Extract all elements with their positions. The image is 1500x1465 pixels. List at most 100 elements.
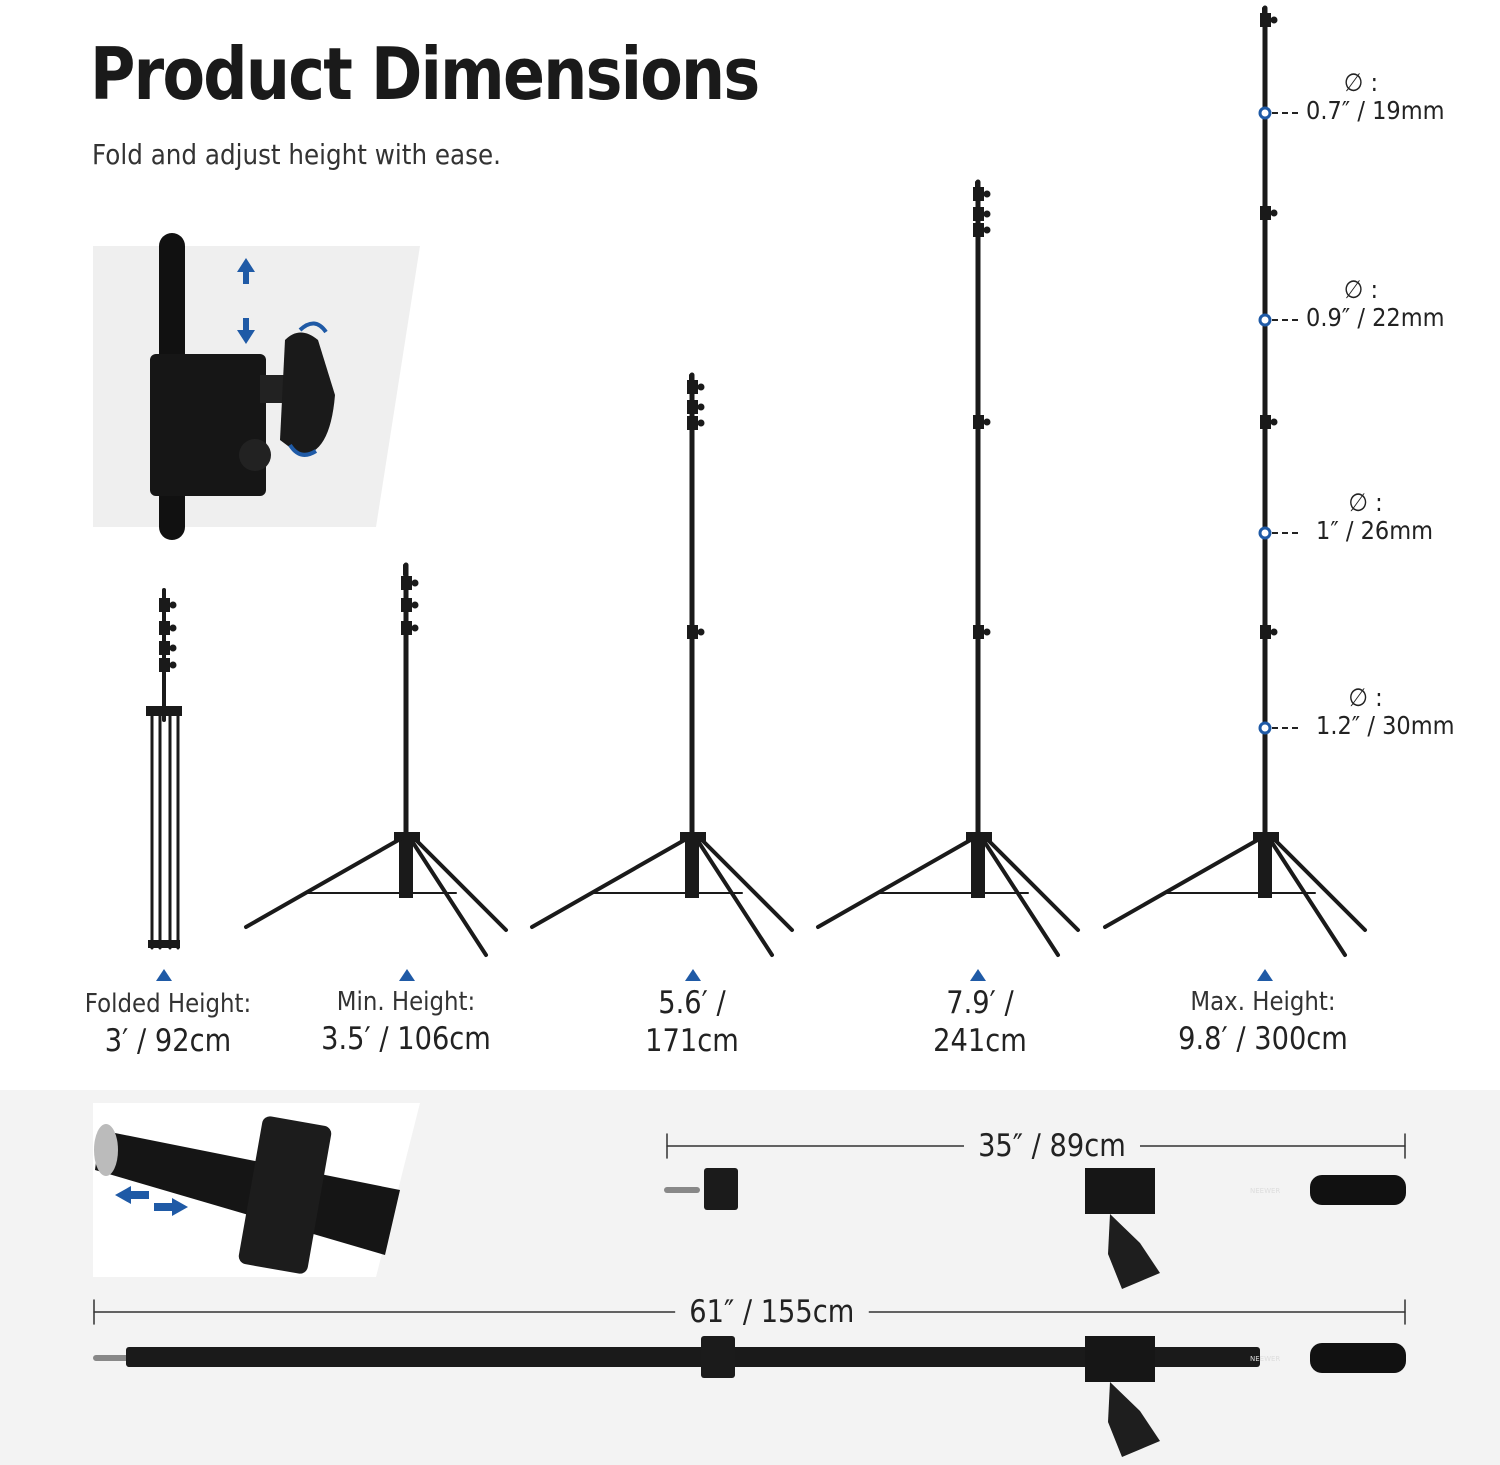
stand-label-value: 3′ / 92cm — [104, 1023, 232, 1059]
lock-knob — [983, 628, 991, 636]
arrow-up-icon — [237, 258, 255, 284]
boom-mid-clamp — [701, 1336, 735, 1378]
lock-knob — [1260, 206, 1271, 220]
light-bracket — [1108, 1214, 1160, 1289]
lock-knob — [411, 579, 419, 587]
boom-tip — [94, 1124, 118, 1176]
lock-knob — [159, 641, 170, 655]
tripod-leg — [694, 836, 774, 957]
boom-short-length: 35″ / 89cm — [963, 1128, 1140, 1164]
lock-knob — [169, 624, 177, 632]
boom-clamp — [1085, 1168, 1155, 1214]
stand-label-241: 7.9′ / 241cm — [874, 984, 1085, 1060]
boom-foam-grip — [1310, 1343, 1406, 1373]
lock-knob — [697, 628, 705, 636]
stand-label-title: 5.6′ / — [658, 985, 726, 1021]
t-knob — [280, 332, 335, 455]
clamp-block — [150, 354, 266, 496]
diameter-marker — [1258, 721, 1272, 735]
lock-knob — [1260, 13, 1271, 27]
diameter-marker — [1258, 106, 1272, 120]
diameter-label: ∅ :1″ / 26mm — [1316, 488, 1434, 546]
spigot-hole — [239, 439, 271, 471]
center-column — [399, 838, 413, 898]
stand-label-folded: Folded Height: 3′ / 92cm — [62, 986, 273, 1060]
page-title: Product Dimensions — [90, 32, 760, 116]
leg-hub — [966, 832, 992, 842]
leg-hub — [1253, 832, 1279, 842]
boom-foam-grip — [1310, 1175, 1406, 1205]
stand-label-171: 5.6′ / 171cm — [586, 984, 797, 1060]
boom-clamp — [238, 1116, 332, 1274]
brand-logo: NEEWER — [1250, 1187, 1280, 1195]
diameter-marker — [1258, 526, 1272, 540]
leg-hub — [680, 832, 706, 842]
lock-knob — [973, 415, 984, 429]
lock-knob — [687, 380, 698, 394]
arrow-up-icon — [685, 969, 701, 981]
stand-label-value: 9.8′ / 300cm — [1178, 1021, 1348, 1057]
tripod-leg — [1271, 836, 1367, 932]
lock-knob — [411, 624, 419, 632]
tripod-leg — [1103, 836, 1263, 929]
diameter-label: ∅ :0.7″ / 19mm — [1306, 68, 1445, 126]
stand-label-title: 7.9′ / — [946, 985, 1014, 1021]
feet — [148, 940, 180, 948]
arrow-up-icon — [156, 969, 172, 981]
tripod-leg — [408, 836, 488, 957]
rotate-arrow-icon — [298, 321, 328, 334]
arrow-down-icon — [237, 318, 255, 344]
lock-knob — [401, 576, 412, 590]
lock-knob — [411, 601, 419, 609]
stand-label-value: 241cm — [933, 1023, 1027, 1059]
lock-knob — [169, 601, 177, 609]
boom-long-length: 61″ / 155cm — [675, 1294, 869, 1330]
lock-knob — [973, 187, 984, 201]
lock-knob — [983, 418, 991, 426]
lock-knob — [697, 419, 705, 427]
lock-knob — [1270, 628, 1278, 636]
diameter-marker — [1258, 313, 1272, 327]
diameter-label: ∅ :1.2″ / 30mm — [1316, 683, 1455, 741]
lock-knob — [401, 598, 412, 612]
stand-label-value: 3.5′ / 106cm — [321, 1021, 491, 1057]
page-subtitle: Fold and adjust height with ease. — [92, 138, 501, 171]
tripod-leg — [984, 836, 1080, 932]
stand-label-value: 171cm — [645, 1023, 739, 1059]
light-bracket — [1108, 1382, 1160, 1457]
arrow-left-icon — [115, 1186, 149, 1204]
leg-hub — [394, 832, 420, 842]
lock-knob — [687, 416, 698, 430]
lock-knob — [687, 400, 698, 414]
tripod-leg — [530, 836, 690, 929]
diameter-label: ∅ :0.9″ / 22mm — [1306, 275, 1445, 333]
rotate-arrow-icon — [288, 443, 318, 457]
boom-clamp — [1085, 1336, 1155, 1382]
boom-tube — [126, 1347, 1260, 1367]
tripod-leg — [698, 836, 794, 932]
center-column — [1258, 838, 1272, 898]
lock-knob — [159, 658, 170, 672]
tripod-leg — [412, 836, 508, 932]
lock-knob — [973, 625, 984, 639]
lock-knob — [1270, 209, 1278, 217]
stand-label-max: Max. Height: 9.8′ / 300cm — [1157, 984, 1368, 1058]
arrow-up-icon — [970, 969, 986, 981]
tripod-leg — [980, 836, 1060, 957]
tripod-leg — [1267, 836, 1347, 957]
arrow-right-icon — [154, 1198, 188, 1216]
leg-hub — [146, 706, 182, 716]
tripod-leg — [244, 836, 404, 929]
center-column — [971, 838, 985, 898]
tripod-leg — [816, 836, 976, 929]
lock-knob — [983, 190, 991, 198]
lock-knob — [169, 661, 177, 669]
lock-knob — [697, 383, 705, 391]
boom-tube — [95, 1130, 400, 1255]
lock-knob — [1260, 625, 1271, 639]
center-column — [685, 838, 699, 898]
arrow-up-icon — [399, 969, 415, 981]
lock-knob — [159, 621, 170, 635]
stand-label-min: Min. Height: 3.5′ / 106cm — [300, 984, 511, 1058]
